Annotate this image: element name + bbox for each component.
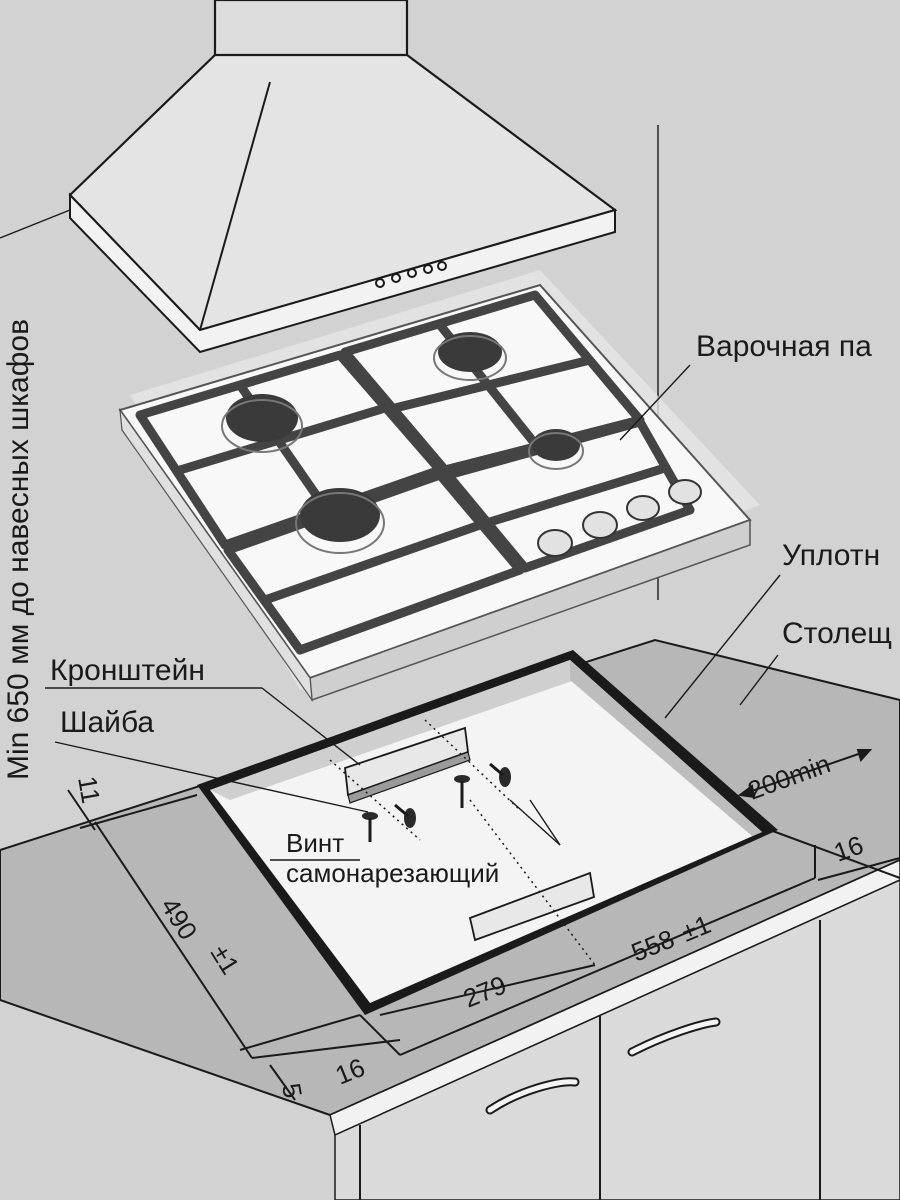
label-screw-line2: самонарезающий xyxy=(286,858,499,888)
gas-hob xyxy=(118,270,760,703)
screw-icon xyxy=(394,762,511,828)
cutout xyxy=(197,650,778,1015)
label-screw-line1: Винт xyxy=(286,828,344,858)
label-countertop: Столещ xyxy=(782,617,892,650)
dimension-lines xyxy=(67,749,900,1101)
grate xyxy=(135,290,695,655)
washer-icon xyxy=(362,775,470,842)
mounting-hardware xyxy=(329,719,596,966)
lower-cabinets xyxy=(334,879,900,1200)
bracket-lower xyxy=(468,871,596,942)
burner-icon xyxy=(221,332,584,554)
label-seal: Уплотн xyxy=(782,539,880,572)
dim-11: 11 xyxy=(72,774,106,806)
label-washer: Шайба xyxy=(60,706,154,739)
label-hob: Варочная па xyxy=(696,330,872,363)
leader-lines xyxy=(45,364,781,861)
range-hood xyxy=(0,0,618,354)
label-vertical-note: Min 650 мм до навесных шкафов xyxy=(2,319,35,780)
knob-icon xyxy=(537,479,702,557)
label-bracket: Кронштейн xyxy=(50,654,205,687)
dim-5: 5 xyxy=(276,1081,308,1100)
hood-buttons-icon xyxy=(375,261,447,288)
